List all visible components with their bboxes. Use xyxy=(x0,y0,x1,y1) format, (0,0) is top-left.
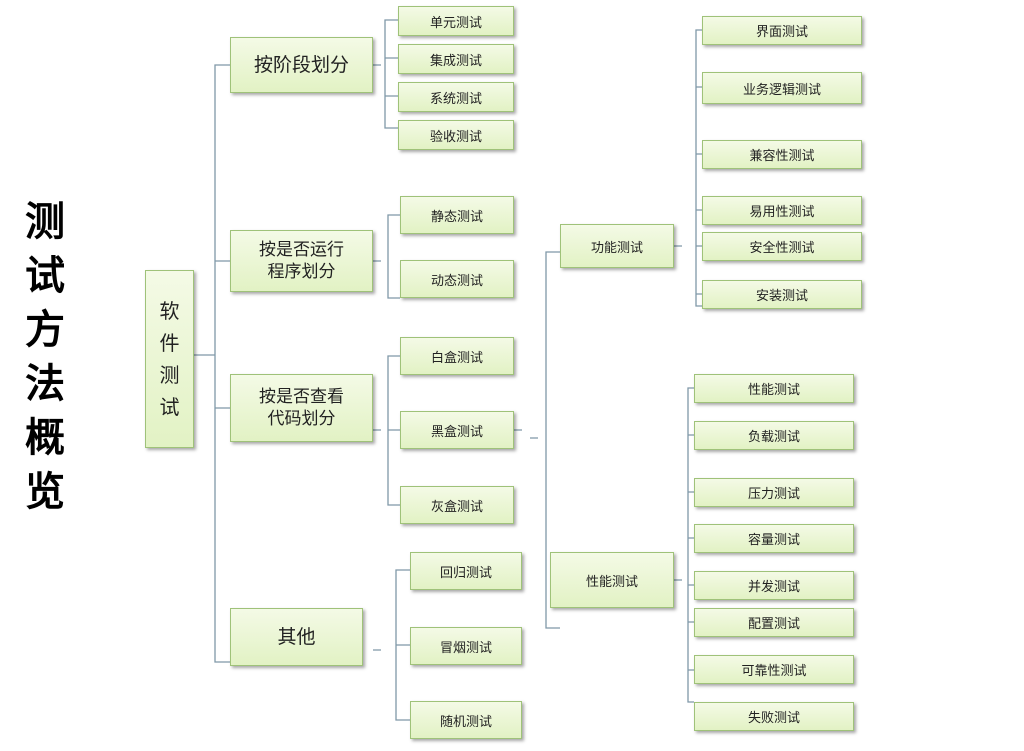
functional-item: 界面测试 xyxy=(702,16,862,45)
run-item: 静态测试 xyxy=(400,196,514,234)
category-run: 按是否运行 程序划分 xyxy=(230,230,373,292)
functional-item: 兼容性测试 xyxy=(702,140,862,169)
root-node: 软 件 测 试 xyxy=(145,270,194,448)
functional-item: 易用性测试 xyxy=(702,196,862,225)
functional-item: 业务逻辑测试 xyxy=(702,72,862,104)
functional-item: 安装测试 xyxy=(702,280,862,309)
performance-bracket xyxy=(674,387,694,703)
stage-item: 验收测试 xyxy=(398,120,514,150)
root-bracket xyxy=(194,64,230,663)
sub-functional: 功能测试 xyxy=(560,224,674,268)
functional-bracket xyxy=(674,29,702,307)
category-other: 其他 xyxy=(230,608,363,666)
performance-item: 负载测试 xyxy=(694,421,854,450)
performance-item: 并发测试 xyxy=(694,571,854,600)
code-item: 白盒测试 xyxy=(400,337,514,375)
stage-item: 单元测试 xyxy=(398,6,514,36)
blackbox-bracket xyxy=(514,251,560,629)
other-item: 冒烟测试 xyxy=(410,627,522,665)
performance-item: 配置测试 xyxy=(694,608,854,637)
category-code: 按是否查看 代码划分 xyxy=(230,374,373,442)
performance-item: 压力测试 xyxy=(694,478,854,507)
other-item: 回归测试 xyxy=(410,552,522,590)
performance-item: 失败测试 xyxy=(694,702,854,731)
code-item: 黑盒测试 xyxy=(400,411,514,449)
functional-item: 安全性测试 xyxy=(702,232,862,261)
other-item: 随机测试 xyxy=(410,701,522,739)
performance-item: 性能测试 xyxy=(694,374,854,403)
performance-item: 可靠性测试 xyxy=(694,655,854,684)
page-title: 测 试 方 法 概 览 xyxy=(25,198,65,515)
run-item: 动态测试 xyxy=(400,260,514,298)
performance-item: 容量测试 xyxy=(694,524,854,553)
run-bracket xyxy=(373,214,400,299)
sub-performance: 性能测试 xyxy=(550,552,674,608)
other-bracket xyxy=(373,569,410,721)
stage-item: 集成测试 xyxy=(398,44,514,74)
stage-bracket xyxy=(373,19,398,129)
code-bracket xyxy=(373,355,400,506)
stage-item: 系统测试 xyxy=(398,82,514,112)
code-item: 灰盒测试 xyxy=(400,486,514,524)
category-stage: 按阶段划分 xyxy=(230,37,373,93)
